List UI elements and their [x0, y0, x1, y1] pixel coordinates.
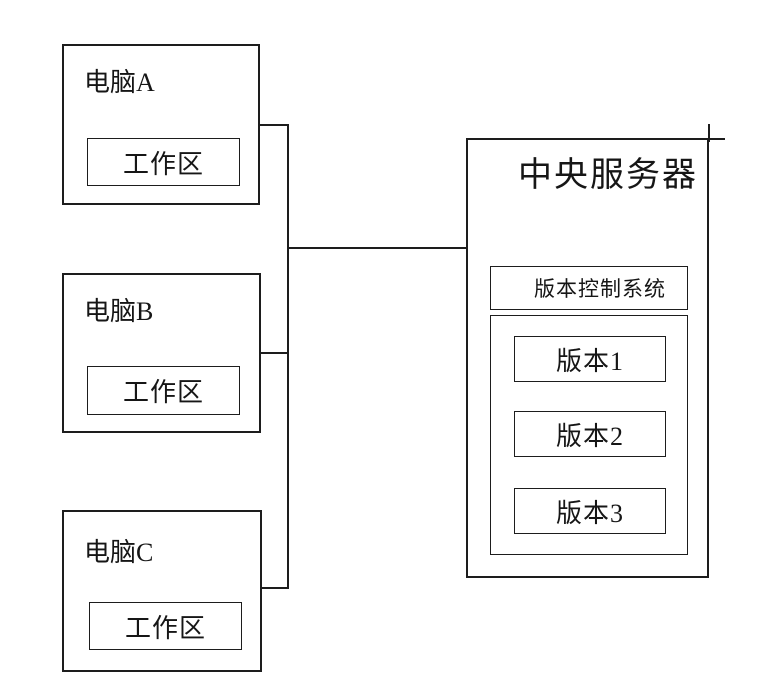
central-server-box: 中央服务器 版本控制系统 版本1 版本2 版本3 [466, 138, 709, 578]
vcs-title: 版本控制系统 [534, 277, 666, 301]
computer-b-label: 电脑B [84, 297, 154, 326]
version-3-box: 版本3 [514, 488, 666, 534]
version-1-box: 版本1 [514, 336, 666, 382]
computer-b-box: 电脑B 工作区 [62, 273, 261, 433]
computer-a-workspace-label: 工作区 [122, 149, 204, 179]
connector-trunk-vertical [287, 124, 289, 589]
computer-b-workspace-label: 工作区 [122, 378, 204, 407]
vcs-header-box: 版本控制系统 [490, 266, 688, 310]
connector-computer-a-branch [260, 124, 288, 126]
connector-computer-c-branch [262, 587, 288, 589]
computer-c-workspace-box: 工作区 [89, 602, 242, 650]
computer-a-workspace-box: 工作区 [87, 138, 240, 186]
version-2-box: 版本2 [514, 411, 666, 457]
server-top-edge-overshoot [705, 138, 725, 140]
version-3-label: 版本3 [555, 498, 624, 528]
vcs-body-box: 版本1 版本2 版本3 [490, 315, 688, 555]
computer-c-workspace-label: 工作区 [124, 613, 206, 643]
version-2-label: 版本2 [555, 421, 624, 451]
version-1-label: 版本1 [555, 346, 624, 376]
computer-a-label: 电脑A [84, 68, 155, 97]
connector-to-server [287, 247, 468, 249]
server-right-edge-overshoot [708, 124, 710, 142]
computer-b-workspace-box: 工作区 [87, 366, 240, 415]
computer-c-box: 电脑C 工作区 [62, 510, 262, 672]
computer-a-box: 电脑A 工作区 [62, 44, 260, 205]
central-server-title: 中央服务器 [518, 157, 698, 194]
computer-c-label: 电脑C [84, 538, 154, 567]
connector-computer-b-branch [261, 352, 288, 354]
